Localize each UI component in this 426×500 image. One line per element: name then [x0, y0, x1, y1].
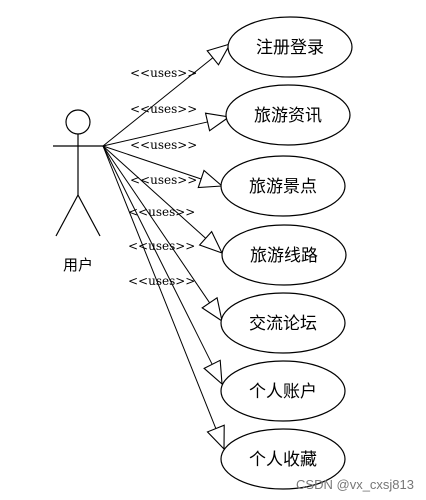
use-case-label: 个人账户: [249, 382, 317, 402]
uses-stereotype-label: <<uses>>: [130, 173, 197, 187]
association-line: [102, 57, 214, 147]
use-case-label: 旅游线路: [250, 246, 318, 266]
actor-label: 用户: [63, 256, 93, 274]
arrowhead-icon: [204, 112, 231, 132]
use-case: 注册登录: [227, 16, 353, 78]
actor-head: [65, 109, 91, 135]
actor-user: 用户: [53, 109, 103, 274]
association-line: [102, 145, 217, 429]
arrowhead-icon: [206, 424, 225, 451]
actor-left-leg: [55, 194, 79, 237]
arrowhead-icon: [201, 296, 223, 323]
uses-stereotype-label: <<uses>>: [130, 66, 197, 80]
association-line: [102, 145, 202, 180]
use-case: 个人收藏: [220, 428, 346, 490]
use-case-ellipse: [220, 360, 346, 422]
association-links: <<uses>> <<uses>> <<uses>> <<uses>> <<uses>>…: [102, 43, 232, 451]
association-line: [102, 145, 213, 365]
uses-stereotype-label: <<uses>>: [128, 239, 195, 253]
use-case-label: 注册登录: [256, 38, 324, 58]
use-case-ellipse: [220, 155, 346, 217]
arrowhead-icon: [206, 43, 232, 66]
actor-right-leg: [77, 194, 101, 237]
use-case-ellipse: [221, 224, 347, 286]
use-case-ellipse: [225, 84, 351, 146]
use-case-label: 个人收藏: [249, 450, 317, 470]
use-case: 个人账户: [220, 360, 346, 422]
use-case-ellipse: [227, 16, 353, 78]
association-line: [102, 121, 208, 147]
uses-stereotype-label: <<uses>>: [128, 205, 195, 219]
arrowhead-icon: [198, 230, 224, 254]
use-case-ellipse: [220, 292, 346, 354]
arrowhead-icon: [197, 169, 224, 189]
uses-stereotype-label: <<uses>>: [130, 138, 197, 152]
use-case: 旅游线路: [221, 224, 347, 286]
watermark: CSDN @vx_cxsj813: [296, 477, 414, 492]
use-case: 旅游景点: [220, 155, 346, 217]
arrowhead-icon: [203, 359, 223, 386]
uses-stereotype-label: <<uses>>: [130, 102, 197, 116]
use-case: 交流论坛: [220, 292, 346, 354]
use-case-label: 交流论坛: [249, 314, 317, 334]
uses-stereotype-label: <<uses>>: [128, 274, 195, 288]
use-case-ellipse: [220, 428, 346, 490]
association-line: [102, 145, 211, 304]
use-case: 旅游资讯: [225, 84, 351, 146]
use-case-label: 旅游景点: [249, 177, 317, 197]
association-line: [102, 145, 206, 239]
use-case-label: 旅游资讯: [254, 106, 322, 126]
